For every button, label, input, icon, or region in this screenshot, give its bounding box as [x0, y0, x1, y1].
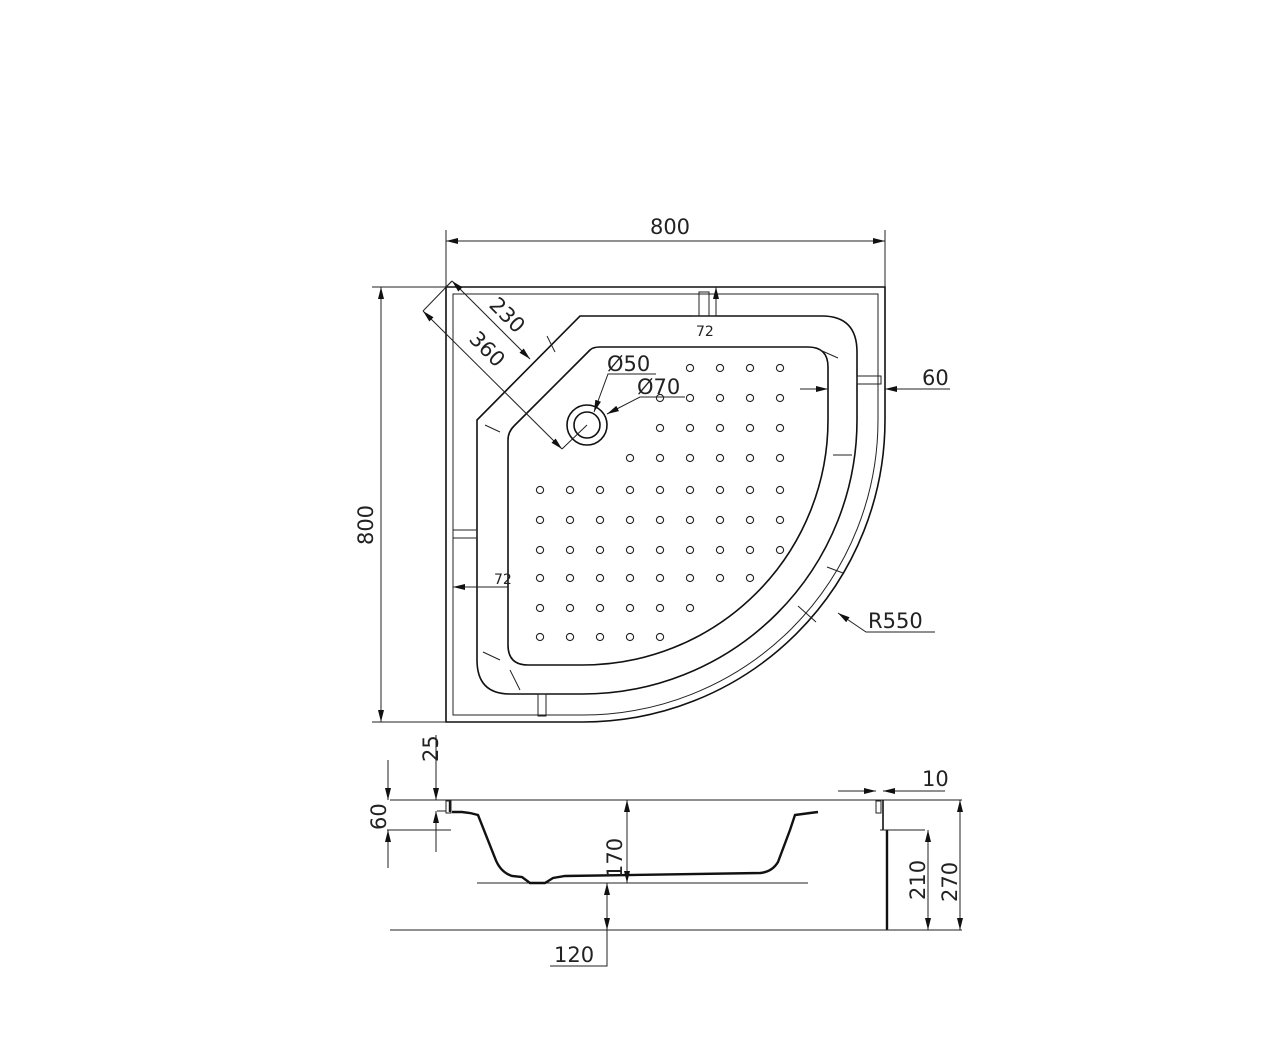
- tray-outer-outline: [445, 286, 886, 723]
- lip-25-dimension: 25: [419, 735, 443, 762]
- anti-slip-dot: [535, 485, 545, 495]
- anti-slip-dot: [775, 515, 785, 525]
- anti-slip-dot: [715, 393, 725, 403]
- apron-210-dimension: 210: [906, 860, 930, 900]
- anti-slip-dot: [565, 632, 575, 642]
- anti-slip-dot: [775, 393, 785, 403]
- anti-slip-dot: [535, 632, 545, 642]
- anti-slip-dot: [715, 545, 725, 555]
- lip-60-dimension: 60: [367, 803, 391, 830]
- anti-slip-dot: [775, 453, 785, 463]
- anti-slip-dot: [715, 423, 725, 433]
- anti-slip-dot: [685, 515, 695, 525]
- anti-slip-dot: [655, 603, 665, 613]
- anti-slip-dot: [595, 515, 605, 525]
- anti-slip-dot: [745, 515, 755, 525]
- anti-slip-dot: [625, 573, 635, 583]
- support-slots: [452, 291, 882, 717]
- anti-slip-dot: [685, 453, 695, 463]
- leg-120-dimension: 120: [554, 943, 594, 967]
- anti-slip-dot: [715, 453, 725, 463]
- anti-slip-dot: [715, 485, 725, 495]
- anti-slip-dot: [685, 423, 695, 433]
- depth-170-dimension: 170: [603, 838, 627, 878]
- drain-inner-icon: [573, 411, 601, 439]
- anti-slip-dot: [685, 573, 695, 583]
- anti-slip-dot: [655, 545, 665, 555]
- anti-slip-dot: [775, 485, 785, 495]
- anti-slip-dot: [625, 603, 635, 613]
- tray-inner-outline: [452, 293, 879, 716]
- anti-slip-dot: [565, 515, 575, 525]
- corner-360-dimension: 360: [464, 327, 509, 372]
- anti-slip-dot: [715, 363, 725, 373]
- wall-10-dimension: 10: [922, 767, 949, 791]
- anti-slip-dot: [595, 573, 605, 583]
- anti-slip-dot: [535, 515, 545, 525]
- anti-slip-dot: [655, 423, 665, 433]
- corner-230-dimension: 230: [484, 293, 529, 338]
- anti-slip-dot: [745, 545, 755, 555]
- radius-dimension: R550: [868, 609, 923, 633]
- anti-slip-dot: [655, 573, 665, 583]
- drain-outer-dimension: Ø70: [637, 375, 680, 399]
- rim-left-dimension: 72: [494, 572, 512, 588]
- anti-slip-dot: [535, 573, 545, 583]
- anti-slip-dot: [745, 485, 755, 495]
- anti-slip-dot: [595, 485, 605, 495]
- anti-slip-dot: [595, 632, 605, 642]
- anti-slip-dot: [745, 453, 755, 463]
- anti-slip-dot: [625, 515, 635, 525]
- anti-slip-dot: [565, 603, 575, 613]
- anti-slip-dot: [745, 363, 755, 373]
- section-view: 25 60 170 10 210 270 120: [367, 735, 963, 967]
- tray-profile: [448, 801, 819, 885]
- anti-slip-dot: [655, 393, 665, 403]
- anti-slip-dot: [685, 545, 695, 555]
- anti-slip-dot: [625, 453, 635, 463]
- anti-slip-dot: [685, 485, 695, 495]
- anti-slip-dot: [655, 515, 665, 525]
- anti-slip-dot: [595, 545, 605, 555]
- anti-slip-dot: [685, 603, 695, 613]
- anti-slip-dot: [535, 545, 545, 555]
- anti-slip-dot: [685, 393, 695, 403]
- anti-slip-dot: [775, 423, 785, 433]
- anti-slip-dot: [715, 573, 725, 583]
- anti-slip-dot: [655, 485, 665, 495]
- anti-slip-dot: [745, 423, 755, 433]
- anti-slip-dot: [565, 545, 575, 555]
- basin-rim: [476, 315, 858, 695]
- width-dimension: 800: [650, 215, 690, 239]
- anti-slip-dot: [775, 363, 785, 373]
- anti-slip-dot: [775, 545, 785, 555]
- anti-slip-dot: [595, 603, 605, 613]
- anti-slip-dots: [535, 363, 785, 642]
- edge-dimension: 60: [922, 366, 949, 390]
- rim-top-dimension: 72: [696, 324, 714, 340]
- anti-slip-dot: [745, 573, 755, 583]
- anti-slip-dot: [565, 573, 575, 583]
- anti-slip-dot: [625, 632, 635, 642]
- anti-slip-dot: [655, 632, 665, 642]
- total-270-dimension: 270: [938, 862, 962, 902]
- anti-slip-dot: [535, 603, 545, 613]
- anti-slip-dot: [685, 363, 695, 373]
- plan-view: 800 800 230 360 Ø50 Ø70 72 72 60 R550: [354, 215, 950, 723]
- anti-slip-dot: [745, 393, 755, 403]
- depth-dimension: 800: [354, 505, 378, 545]
- anti-slip-dot: [625, 485, 635, 495]
- anti-slip-dot: [715, 515, 725, 525]
- anti-slip-dot: [655, 453, 665, 463]
- anti-slip-dot: [565, 485, 575, 495]
- drain-outer-icon: [566, 404, 608, 446]
- anti-slip-dot: [625, 545, 635, 555]
- drain-inner-dimension: Ø50: [607, 352, 650, 376]
